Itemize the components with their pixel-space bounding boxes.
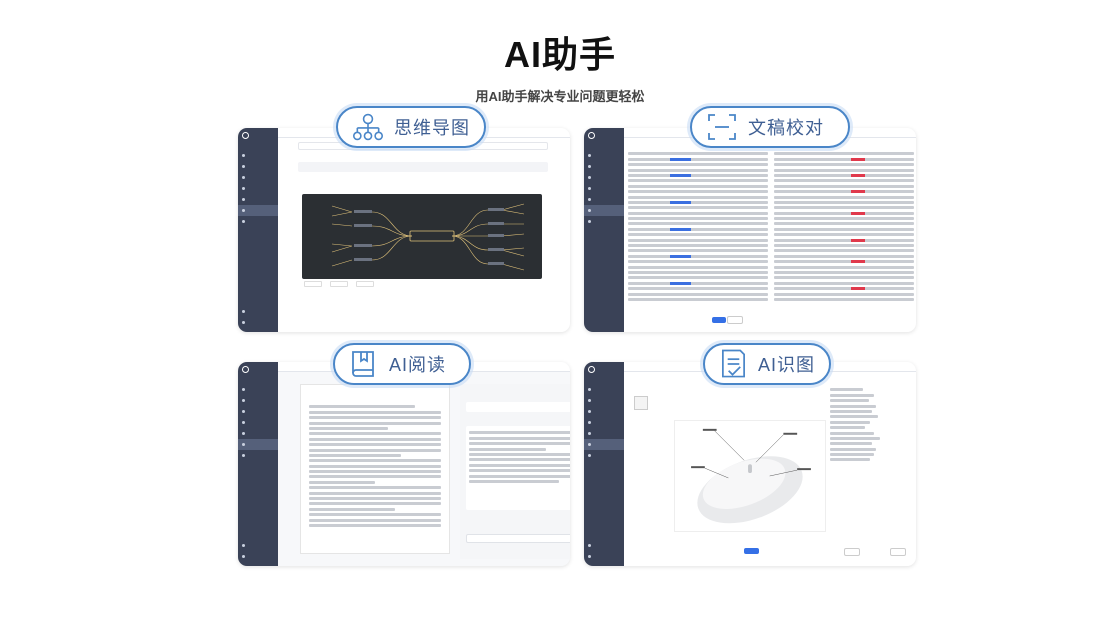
- mindmap-badge: 思维导图: [336, 106, 486, 148]
- sidebar-item[interactable]: [238, 205, 278, 216]
- sidebar-item[interactable]: [584, 439, 624, 450]
- primary-button[interactable]: [712, 317, 726, 323]
- mindmap-toolbar: [304, 280, 544, 288]
- corrected-document: [774, 150, 914, 310]
- sidebar-item[interactable]: [584, 183, 624, 194]
- sidebar-item[interactable]: [238, 161, 278, 172]
- reading-screenshot: [238, 362, 570, 566]
- sidebar-item[interactable]: [584, 551, 624, 562]
- sidebar: [238, 362, 278, 566]
- chat-input[interactable]: [466, 534, 570, 543]
- image-thumbnail[interactable]: [634, 396, 648, 410]
- ocr-screenshot: [584, 362, 916, 566]
- sidebar: [584, 362, 624, 566]
- document-page: [300, 384, 450, 554]
- main-area: [278, 128, 570, 332]
- sidebar: [584, 128, 624, 332]
- sidebar-item[interactable]: [584, 194, 624, 205]
- original-document: [628, 150, 768, 310]
- reading-label: AI阅读: [389, 355, 447, 375]
- ocr-action-bar: [672, 548, 906, 558]
- page-subtitle: 用AI助手解决专业问题更轻松: [475, 89, 645, 104]
- sidebar-item[interactable]: [584, 540, 624, 551]
- proofread-label: 文稿校对: [748, 118, 824, 138]
- sidebar-item[interactable]: [238, 183, 278, 194]
- image-recognition-icon: [721, 349, 745, 378]
- sidebar-item[interactable]: [584, 172, 624, 183]
- sidebar-item[interactable]: [238, 439, 278, 450]
- sidebar-item[interactable]: [584, 450, 624, 461]
- secondary-button[interactable]: [726, 316, 743, 324]
- book-icon: [352, 351, 374, 377]
- reading-badge: AI阅读: [333, 343, 471, 385]
- sidebar-item[interactable]: [238, 194, 278, 205]
- action-bar: [712, 316, 743, 324]
- sidebar-item[interactable]: [584, 384, 624, 395]
- user-message: [466, 402, 570, 412]
- main-area: [624, 128, 916, 332]
- sidebar-item[interactable]: [584, 216, 624, 227]
- sidebar-item[interactable]: [238, 216, 278, 227]
- select-dropdown[interactable]: [356, 281, 374, 287]
- sidebar-item[interactable]: [238, 395, 278, 406]
- app-logo: [588, 132, 595, 139]
- sidebar-item[interactable]: [584, 161, 624, 172]
- sidebar-item[interactable]: [238, 150, 278, 161]
- mindmap-canvas: [302, 194, 542, 279]
- sidebar-item[interactable]: [238, 306, 278, 317]
- mindmap-icon: [352, 113, 384, 141]
- proofread-screenshot: [584, 128, 916, 332]
- sidebar-item[interactable]: [238, 406, 278, 417]
- sidebar-item[interactable]: [584, 395, 624, 406]
- sidebar-item[interactable]: [238, 384, 278, 395]
- main-area: [278, 362, 570, 566]
- sidebar-item[interactable]: [584, 205, 624, 216]
- sidebar-item[interactable]: [584, 428, 624, 439]
- sidebar-item[interactable]: [238, 417, 278, 428]
- main-area: [624, 362, 916, 566]
- proofread-badge: 文稿校对: [690, 106, 850, 148]
- app-logo: [242, 132, 249, 139]
- app-logo: [242, 366, 249, 373]
- select-dropdown[interactable]: [330, 281, 348, 287]
- chat-panel: [460, 384, 570, 559]
- mouse-image: [674, 420, 826, 532]
- ocr-button[interactable]: [744, 548, 759, 554]
- sidebar-item[interactable]: [584, 417, 624, 428]
- mindmap-screenshot: [238, 128, 570, 332]
- scan-icon: [708, 114, 736, 140]
- sidebar-item[interactable]: [238, 428, 278, 439]
- ocr-label: AI识图: [757, 355, 815, 375]
- ai-response: [466, 426, 570, 510]
- sidebar-item[interactable]: [238, 540, 278, 551]
- sidebar-item[interactable]: [238, 317, 278, 328]
- sidebar: [238, 128, 278, 332]
- mindmap-label: 思维导图: [394, 118, 470, 138]
- sidebar-item[interactable]: [238, 450, 278, 461]
- sidebar-item[interactable]: [584, 150, 624, 161]
- page-title: AI助手: [503, 34, 616, 75]
- ocr-result-text: [830, 386, 916, 464]
- ocr-badge: AI识图: [703, 343, 831, 385]
- sidebar-item[interactable]: [584, 406, 624, 417]
- sidebar-item[interactable]: [238, 551, 278, 562]
- app-logo: [588, 366, 595, 373]
- copy-button[interactable]: [844, 548, 860, 556]
- select-dropdown[interactable]: [304, 281, 322, 287]
- prompt-box[interactable]: [298, 162, 548, 172]
- export-button[interactable]: [890, 548, 906, 556]
- sidebar-item[interactable]: [238, 172, 278, 183]
